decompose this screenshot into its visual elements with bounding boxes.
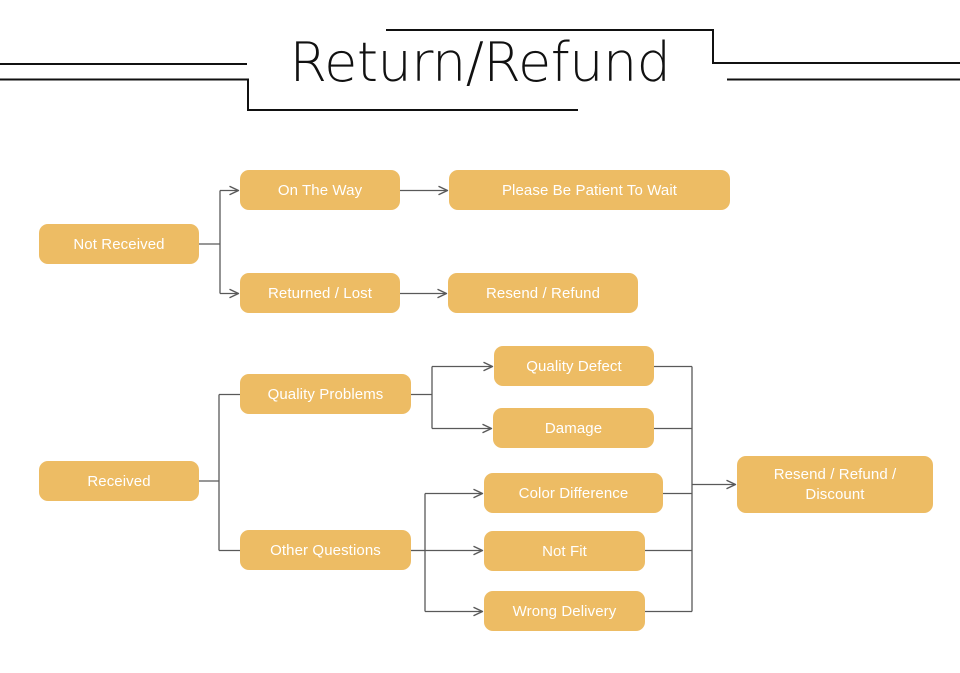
node-resend-refund[interactable]: Resend / Refund — [448, 273, 638, 313]
node-returned-lost[interactable]: Returned / Lost — [240, 273, 400, 313]
page-header: Return/Refund — [0, 0, 960, 130]
node-other-questions[interactable]: Other Questions — [240, 530, 411, 570]
header-rule-right-top — [386, 28, 960, 65]
node-please-be-patient-to-wait[interactable]: Please Be Patient To Wait — [449, 170, 730, 210]
header-decoration — [0, 28, 960, 112]
node-damage[interactable]: Damage — [493, 408, 654, 448]
node-color-difference[interactable]: Color Difference — [484, 473, 663, 513]
node-received[interactable]: Received — [39, 461, 199, 501]
node-on-the-way[interactable]: On The Way — [240, 170, 400, 210]
node-quality-problems[interactable]: Quality Problems — [240, 374, 411, 414]
node-resend-refund-discount[interactable]: Resend / Refund / Discount — [737, 456, 933, 513]
node-not-received[interactable]: Not Received — [39, 224, 199, 264]
node-not-fit[interactable]: Not Fit — [484, 531, 645, 571]
header-rule-left-bottom — [0, 78, 578, 112]
node-quality-defect[interactable]: Quality Defect — [494, 346, 654, 386]
page-title: Return/Refund — [289, 31, 671, 94]
node-wrong-delivery[interactable]: Wrong Delivery — [484, 591, 645, 631]
